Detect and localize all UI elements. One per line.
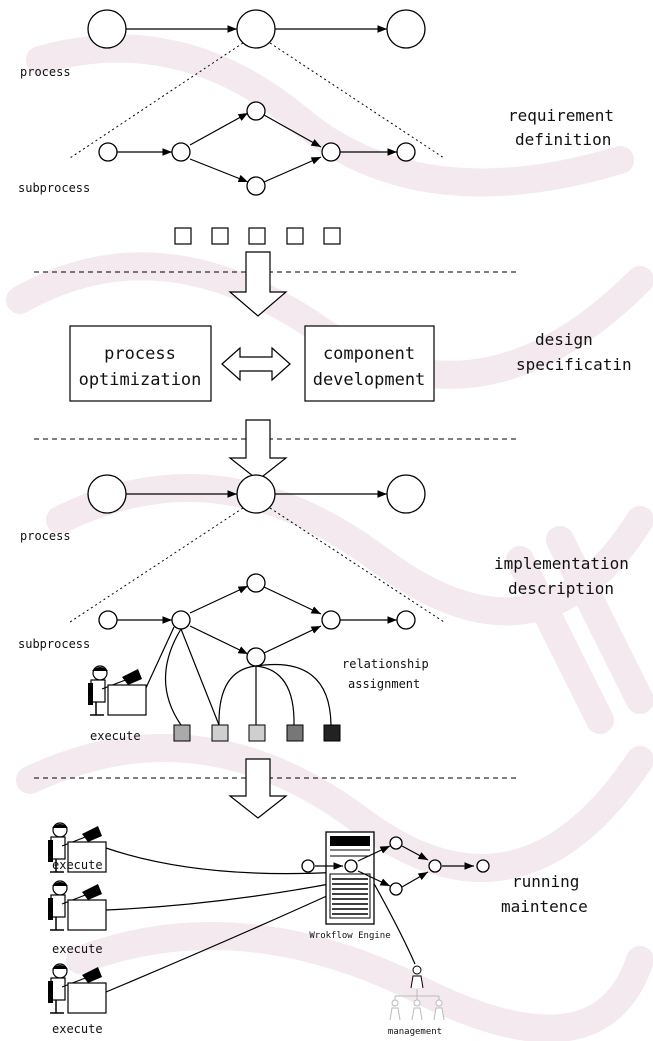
process-label: process (20, 529, 71, 543)
worker-icon (87, 665, 147, 716)
component-squares (174, 227, 341, 245)
workflow-engine-icon (325, 831, 375, 925)
subprocess-label: subprocess (18, 637, 90, 651)
down-arrow (228, 251, 288, 317)
top-subprocess-graph (98, 101, 416, 196)
watermark (6, 34, 653, 1041)
requirement-label: requirement (508, 106, 614, 125)
bidirectional-arrow (221, 346, 291, 382)
execute-label: execute (90, 729, 141, 743)
component-development-box (304, 325, 435, 402)
process-optimization-label: optimization (79, 370, 202, 390)
management-label: management (388, 1027, 442, 1037)
process-label: process (20, 65, 71, 79)
mid-process-graph (69, 474, 445, 623)
execute-label: execute (52, 858, 103, 872)
execute-label: execute (52, 942, 103, 956)
relationship-label: relationship (342, 657, 429, 671)
engine-connections (105, 847, 416, 993)
definition-label: definition (515, 130, 611, 149)
component-square (211, 724, 229, 742)
assignment-components (173, 724, 341, 742)
description-label: description (508, 579, 614, 598)
specification-label: specificatin (516, 355, 632, 374)
top-process-graph (69, 9, 445, 159)
process-node (386, 9, 426, 49)
component-development-label: development (313, 370, 426, 390)
subprocess-label: subprocess (18, 181, 90, 195)
design-label: design (535, 330, 593, 349)
component-square (173, 724, 191, 742)
down-arrow (228, 419, 288, 481)
engine-label: Wrokflow Engine (309, 931, 390, 941)
process-optimization-box (69, 325, 212, 402)
component-development-label: component (323, 344, 415, 364)
assignment-label: assignment (348, 677, 420, 691)
down-arrow (228, 758, 288, 819)
running-process-graph (301, 836, 490, 896)
implementation-label: implementation (494, 554, 629, 573)
running-label: running (512, 872, 579, 891)
component-square (323, 724, 341, 742)
process-optimization-label: process (104, 344, 176, 364)
execute-label: execute (52, 1022, 103, 1036)
management-icon (389, 965, 445, 1021)
worker-icon (47, 880, 107, 931)
mid-subprocess-graph (98, 573, 416, 726)
component-square (248, 724, 266, 742)
component-square (286, 724, 304, 742)
process-node (236, 9, 276, 49)
process-node (87, 9, 127, 49)
maintenance-label: maintence (501, 897, 588, 916)
